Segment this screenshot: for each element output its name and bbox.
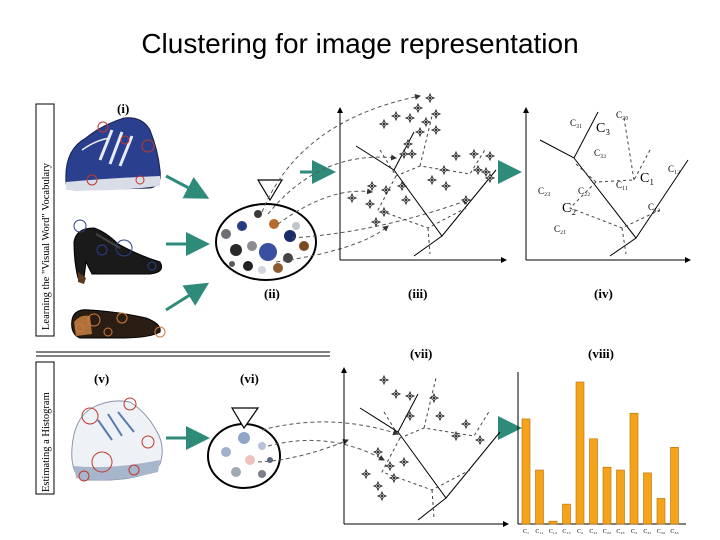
cluster-label: C₂₂ [578, 186, 590, 196]
histogram-tick-label: C₂ [577, 529, 583, 535]
cluster-label: C₂₁ [554, 224, 566, 234]
panel-label-vii: (vii) [410, 346, 432, 361]
panel-label-viii: (viii) [588, 346, 614, 361]
sneaker-image [65, 117, 161, 191]
cluster-label: C₁ [640, 171, 654, 186]
loafer-image [71, 309, 166, 339]
panel-label-iv: (iv) [594, 286, 613, 301]
flow-arrow [165, 174, 210, 199]
running-shoe-image [71, 397, 163, 482]
page-title: Clustering for image representation [141, 28, 579, 59]
histogram-bar [670, 447, 679, 525]
cluster-label: C₂₃ [538, 186, 550, 196]
histogram-tick-label: C₁₃ [562, 529, 570, 535]
patch-collection-histogram [207, 407, 281, 489]
cluster-label: C₁₂ [648, 202, 660, 212]
cluster-regions-plot: C₃₁ C₃ C₃₀ C₃₂ C₁₂ C₁ C₁₁ C₂₃ C₂₂ C₂ C₁₂… [523, 107, 691, 263]
mapping-arrows [257, 94, 469, 463]
histogram-bar [656, 498, 666, 525]
histogram-bar [521, 418, 531, 525]
histogram-side-box [35, 361, 55, 495]
cluster-label: C₃ [596, 121, 610, 136]
feature-space-plot [337, 93, 507, 263]
histogram-tick-label: C₂₃ [616, 529, 624, 535]
feature-points [361, 375, 485, 501]
flow-arrow [165, 282, 210, 312]
histogram-bar [643, 472, 652, 525]
panel-label-i: (i) [117, 101, 129, 116]
vocab-side-box [35, 103, 55, 337]
histogram-bar [629, 412, 639, 525]
panel-label-ii: (ii) [264, 286, 280, 301]
histogram-side-label: Estimating a Histogram [41, 392, 52, 492]
histogram-tick-label: C₁₂ [549, 529, 557, 535]
histogram-chart: C₁ C₁₁ C₁₂ C₁₃ C₂ C₂₁ C₂₂ C₂₃ C₃ C₃₁ C₃₂ C₃₃ [517, 372, 686, 535]
cluster-label: C₃₂ [594, 148, 606, 158]
histogram-tick-label: C₂₂ [603, 529, 611, 535]
funnel-icon [230, 407, 260, 430]
histogram-bar [616, 469, 625, 525]
histogram-tick-label: C₃₁ [643, 529, 651, 535]
cluster-label: C₃₁ [570, 118, 582, 128]
cluster-label: C₃₀ [616, 110, 628, 120]
cluster-label: C₂ [562, 201, 576, 216]
histogram-bar [535, 469, 544, 525]
feature-space-plot-histogram [341, 367, 509, 527]
histogram-bar [548, 520, 558, 525]
histogram-tick-label: C₂₁ [589, 529, 597, 535]
cluster-label: C₁₂ [668, 164, 680, 174]
histogram-tick-label: C₁₁ [535, 529, 543, 535]
histogram-tick-label: C₃₃ [670, 529, 678, 535]
histogram-tick-label: C₃ [631, 529, 637, 535]
histogram-bar [602, 466, 612, 525]
funnel-icon [256, 179, 284, 202]
panel-label-iii: (iii) [408, 286, 428, 301]
histogram-tick-label: C₁ [523, 529, 529, 535]
cluster-label: C₁₁ [616, 180, 628, 190]
histogram-bar [562, 503, 571, 525]
histogram-bar [589, 438, 598, 525]
cluster-labels: C₃₁ C₃ C₃₀ C₃₂ C₁₂ C₁ C₁₁ C₂₃ C₂₂ C₂ C₁₂… [538, 110, 680, 234]
heel-shoe-image [73, 219, 163, 284]
vocab-side-label: Learning the "Visual Word" Vocabulary [41, 162, 52, 330]
panel-label-v: (v) [94, 371, 109, 386]
panel-label-vi: (vi) [240, 371, 259, 386]
histogram-bar [575, 381, 585, 525]
histogram-tick-label: C₃₂ [657, 529, 665, 535]
patch-collection [215, 179, 317, 281]
